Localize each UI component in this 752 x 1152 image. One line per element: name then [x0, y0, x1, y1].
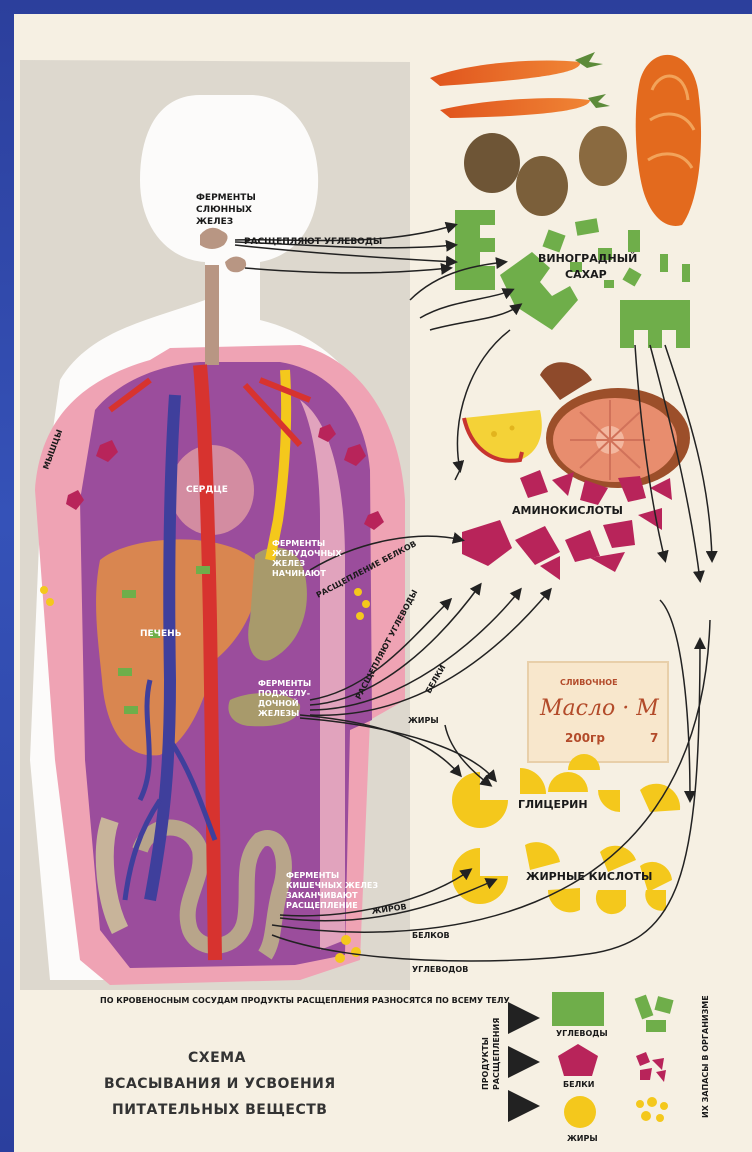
label-intestine-1: ФЕРМЕНТЫ — [286, 871, 339, 880]
legend-products-2: РАСЩЕПЛЕНИЯ — [492, 1018, 501, 1090]
label-pancreas-1: ФЕРМЕНТЫ — [258, 679, 311, 688]
label-grape-sugar-2: САХАР — [565, 268, 607, 281]
label-intestine-2: КИШЕЧНЫХ ЖЕЛЕЗ — [286, 881, 378, 890]
legend-products-1: ПРОДУКТЫ — [481, 1037, 490, 1090]
label-intestine-4: РАСЩЕПЛЕНИЕ — [286, 901, 358, 910]
carrot-icon — [430, 52, 610, 118]
butter-weight: 200гр — [565, 731, 605, 745]
legend: ПРОДУКТЫ РАСЩЕПЛЕНИЯ ИХ ЗАПАСЫ В ОРГАНИЗ… — [481, 992, 710, 1143]
label-pancreas-2: ПОДЖЕЛУ- — [258, 689, 310, 698]
legend-carb-icon — [552, 992, 604, 1026]
cheese-icon — [464, 410, 542, 461]
label-pancreas-4: ЖЕЛЕЗЫ — [258, 709, 299, 718]
label-fats: ЖИРЫ — [408, 716, 439, 725]
label-liver: ПЕЧЕНЬ — [140, 629, 182, 639]
label-splits-carbs: РАСЩЕПЛЯЮТ УГЛЕВОДЫ — [244, 237, 382, 247]
esophagus — [205, 265, 219, 365]
label-amino-acids: АМИНОКИСЛОТЫ — [512, 504, 623, 517]
label-glycerin: ГЛИЦЕРИН — [518, 798, 588, 811]
legend-fats-label: ЖИРЫ — [567, 1134, 598, 1143]
label-of-carbs: УГЛЕВОДОВ — [412, 965, 468, 974]
legend-protein-icon — [558, 1044, 598, 1076]
potato-icon — [464, 126, 627, 216]
butter-extra: 7 — [650, 731, 658, 745]
label-intestine-3: ЗАКАНЧИВАЮТ — [286, 891, 358, 900]
butter-name: Масло · М — [539, 696, 659, 721]
ham-meat-icon — [540, 362, 690, 488]
label-stomach-1: ФЕРМЕНТЫ — [272, 539, 325, 548]
label-of-proteins: БЕЛКОВ — [412, 931, 450, 940]
legend-proteins-label: БЕЛКИ — [563, 1080, 594, 1089]
label-stomach-3: ЖЕЛЕЗ — [272, 559, 305, 568]
label-grape-sugar-1: ВИНОГРАДНЫЙ — [538, 252, 637, 265]
legend-protein-reserve-icon — [636, 1052, 666, 1082]
label-saliva-enzymes-2: СЛЮННЫХ — [196, 205, 252, 215]
label-vessels-note: ПО КРОВЕНОСНЫМ СОСУДАМ ПРОДУКТЫ РАСЩЕПЛЕ… — [100, 996, 510, 1005]
butter-top-label: СЛИВОЧНОЕ — [560, 678, 618, 687]
title-line-2: ВСАСЫВАНИЯ И УСВОЕНИЯ — [104, 1076, 336, 1092]
protein-amino-shapes — [462, 470, 672, 580]
label-stomach-2: ЖЕЛУДОЧНЫХ — [272, 549, 342, 558]
legend-fat-icon — [564, 1096, 596, 1128]
butter-pack: СЛИВОЧНОЕ Масло · М 200гр 7 — [528, 662, 668, 762]
label-heart: СЕРДЦЕ — [186, 485, 228, 495]
legend-carb-reserve-icon — [635, 995, 674, 1032]
label-pancreas-3: ДОЧНОЙ — [258, 697, 299, 708]
legend-carbs-label: УГЛЕВОДЫ — [556, 1029, 608, 1038]
fat-glycerin-shapes — [452, 754, 680, 828]
label-fatty-acids: ЖИРНЫЕ КИСЛОТЫ — [526, 870, 652, 883]
legend-fat-reserve-icon — [636, 1097, 668, 1122]
legend-reserves: ИХ ЗАПАСЫ В ОРГАНИЗМЕ — [701, 995, 710, 1118]
label-saliva-enzymes-3: ЖЕЛЕЗ — [196, 217, 233, 227]
label-stomach-4: НАЧИНАЮТ — [272, 569, 326, 578]
label-saliva-enzymes-1: ФЕРМЕНТЫ — [196, 193, 256, 203]
title-line-3: ПИТАТЕЛЬНЫХ ВЕЩЕСТВ — [112, 1102, 327, 1118]
bread-loaf-icon — [636, 55, 701, 226]
title-line-1: СХЕМА — [188, 1050, 246, 1066]
